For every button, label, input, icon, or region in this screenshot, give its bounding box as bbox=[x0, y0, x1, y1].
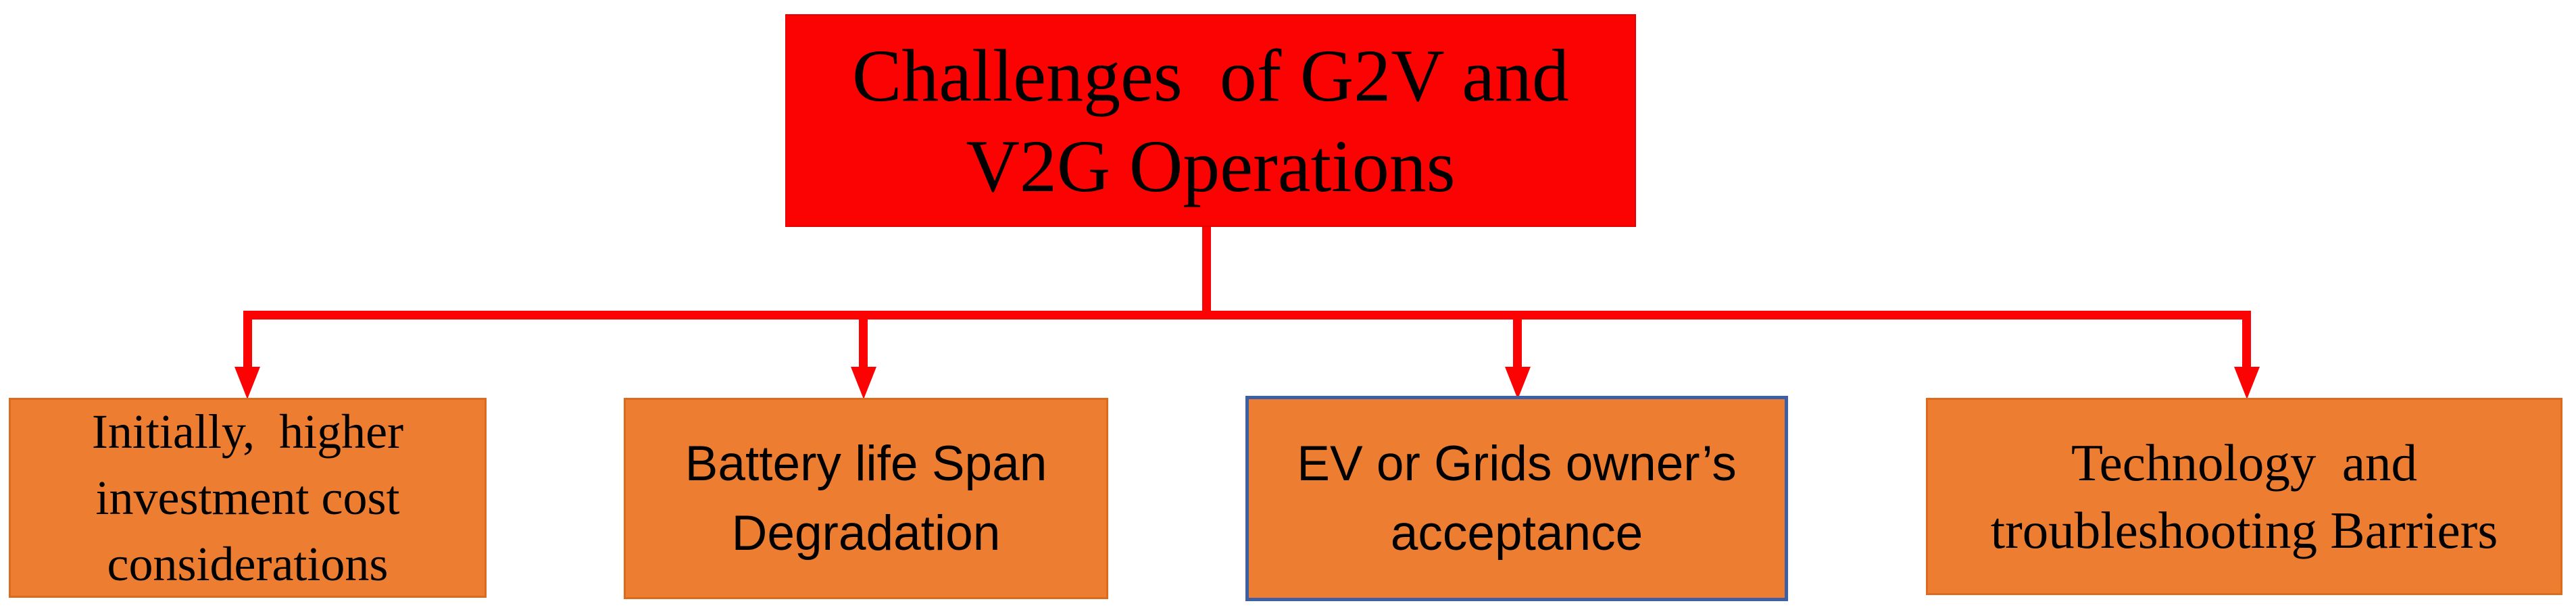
child-box-line: Technology and bbox=[2071, 434, 2418, 492]
connector-stem-1 bbox=[243, 311, 252, 375]
child-box-owner-acceptance: EV or Grids owner’s acceptance bbox=[1245, 396, 1788, 601]
arrow-down-icon-4 bbox=[2234, 367, 2260, 399]
root-box-line: Challenges of G2V and bbox=[851, 34, 1570, 117]
root-box-line: V2G Operations bbox=[966, 124, 1456, 207]
connector-stem-4 bbox=[2242, 311, 2251, 375]
child-box-battery-degradation: Battery life Span Degradation bbox=[624, 398, 1108, 599]
child-box-line: Battery life Span bbox=[685, 436, 1047, 491]
arrow-down-icon-2 bbox=[851, 367, 876, 399]
root-stub-line bbox=[1202, 227, 1211, 315]
child-box-technology-barriers: Technology and troubleshooting Barriers bbox=[1926, 398, 2562, 595]
child-box-line: considerations bbox=[107, 537, 389, 591]
arrow-down-icon-1 bbox=[234, 367, 260, 399]
child-box-line: acceptance bbox=[1390, 506, 1643, 561]
child-box-line: troubleshooting Barriers bbox=[1990, 501, 2498, 559]
connector-stem-2 bbox=[859, 311, 868, 375]
bus-line bbox=[243, 311, 2251, 319]
child-box-line: Degradation bbox=[731, 506, 1001, 561]
child-box-line: investment cost bbox=[95, 471, 400, 525]
child-box-investment-cost: Initially, higher investment cost consid… bbox=[9, 398, 487, 598]
arrow-down-icon-3 bbox=[1505, 367, 1531, 399]
root-box-challenges: Challenges of G2V and V2G Operations bbox=[785, 14, 1636, 227]
child-box-line: EV or Grids owner’s bbox=[1297, 436, 1737, 491]
connector-stem-3 bbox=[1513, 311, 1522, 375]
child-box-line: Initially, higher bbox=[91, 405, 404, 459]
